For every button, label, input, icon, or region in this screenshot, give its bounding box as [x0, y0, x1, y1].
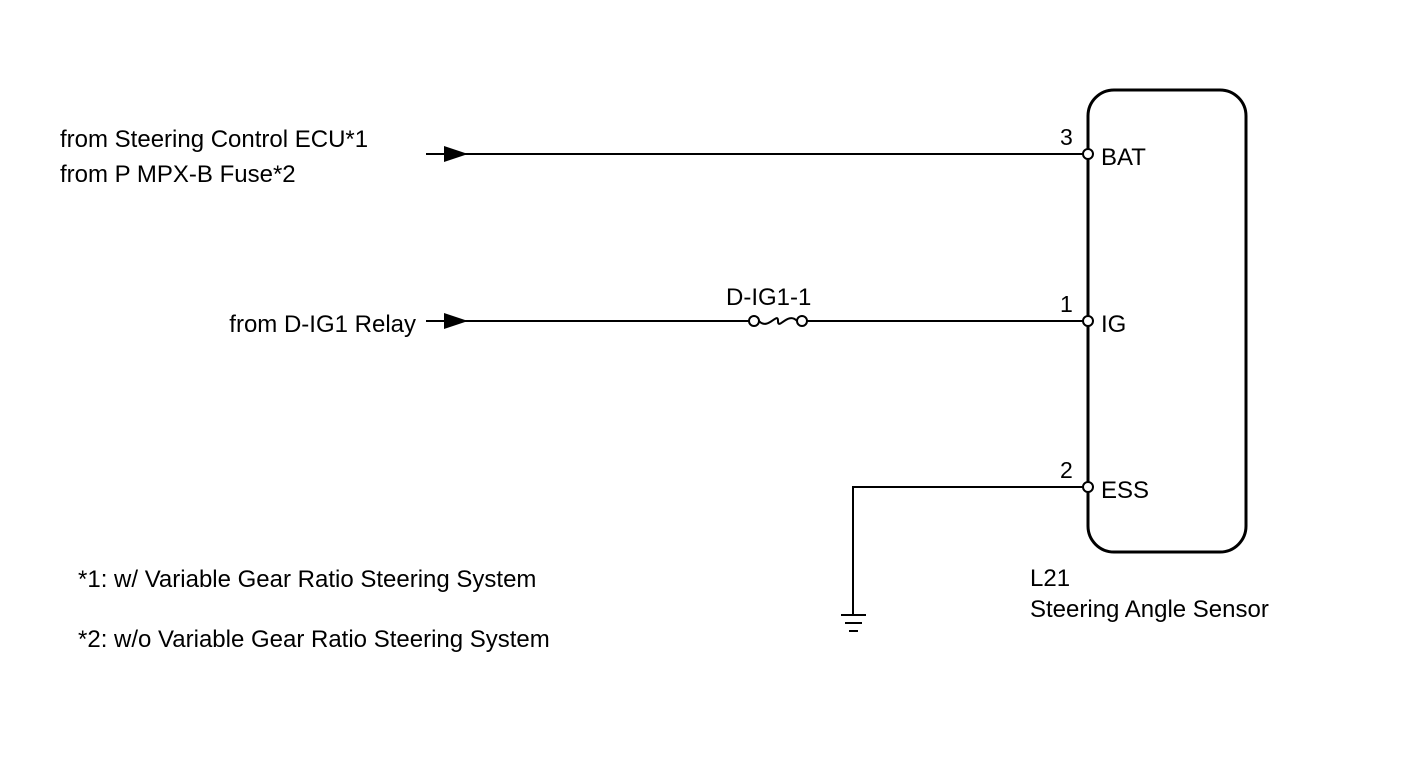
footnote-2: *2: w/o Variable Gear Ratio Steering Sys… [78, 626, 550, 653]
bat-terminal [1082, 148, 1094, 160]
fuse-label: D-IG1-1 [726, 284, 811, 311]
ground-icon [841, 614, 866, 632]
ess-pin-name: ESS [1101, 477, 1149, 504]
fuse-icon [748, 315, 808, 327]
bat-pin-number: 3 [1060, 124, 1073, 150]
ig-pin-number: 1 [1060, 291, 1073, 317]
ig-source-label: from D-IG1 Relay [229, 311, 416, 338]
ig-pin-name: IG [1101, 311, 1126, 338]
bat-source-label-2: from P MPX-B Fuse*2 [60, 161, 296, 188]
bat-input-arrow-icon [444, 146, 468, 162]
bat-pin-name: BAT [1101, 144, 1146, 171]
footnote-1: *1: w/ Variable Gear Ratio Steering Syst… [78, 566, 536, 593]
component-code: L21 [1030, 565, 1070, 592]
ig-input-arrow-icon [444, 313, 468, 329]
ig-terminal [1082, 315, 1094, 327]
ess-pin-number: 2 [1060, 457, 1073, 483]
bat-source-label-1: from Steering Control ECU*1 [60, 126, 368, 153]
ess-wire [852, 486, 1088, 615]
component-name: Steering Angle Sensor [1030, 596, 1269, 623]
ess-terminal [1082, 481, 1094, 493]
